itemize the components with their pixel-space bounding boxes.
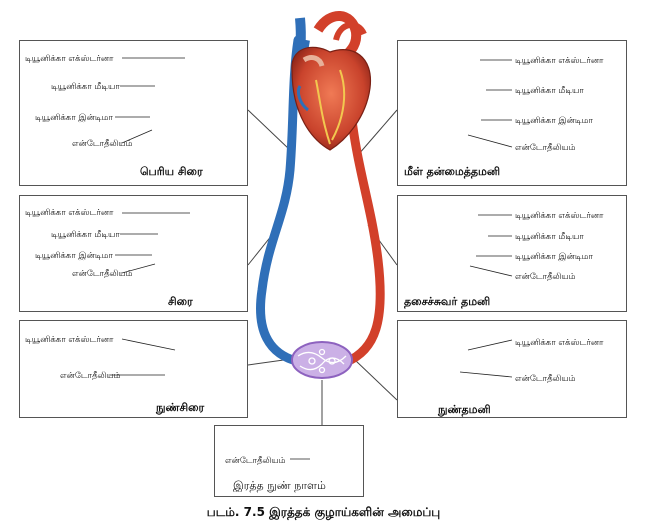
figure-caption: படம். 7.5 இரத்தக் குழாய்களின் அமைப்பு: [0, 505, 647, 521]
